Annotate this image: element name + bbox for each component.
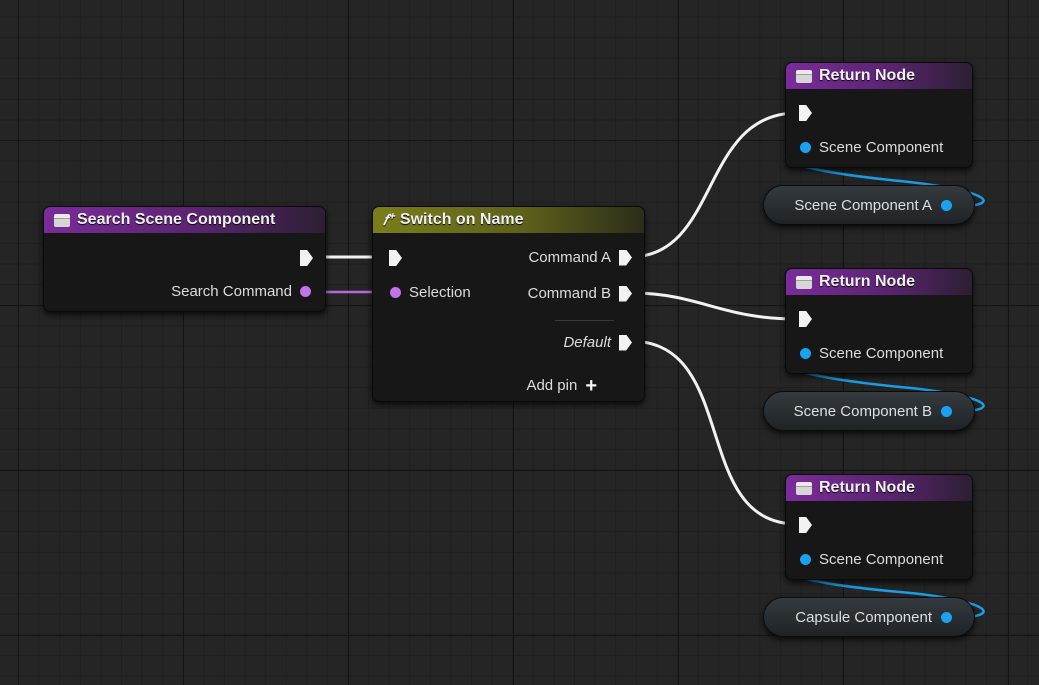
object-in-pin[interactable] bbox=[800, 142, 811, 153]
command-b-pin[interactable] bbox=[619, 285, 632, 302]
scene-component-row: Scene Component bbox=[800, 551, 943, 568]
default-pin[interactable] bbox=[619, 334, 632, 351]
function-icon bbox=[796, 275, 812, 289]
function-icon bbox=[796, 69, 812, 83]
node-header[interactable]: 𝑓⁺ Switch on Name bbox=[373, 207, 644, 233]
node-title: Return Node bbox=[819, 67, 915, 84]
pin-label: Selection bbox=[409, 284, 471, 301]
function-icon bbox=[54, 213, 70, 227]
node-title: Search Scene Component bbox=[77, 211, 276, 228]
pin-label: Scene Component bbox=[819, 139, 944, 156]
variable-getter-a[interactable]: Scene Component A bbox=[763, 185, 975, 225]
add-pin-button[interactable]: Add pin + bbox=[526, 374, 597, 397]
exec-in-pin[interactable] bbox=[389, 250, 402, 266]
node-header[interactable]: Search Scene Component bbox=[44, 207, 325, 233]
variable-label: Capsule Component bbox=[795, 608, 932, 626]
object-in-pin[interactable] bbox=[800, 348, 811, 359]
node-header[interactable]: Return Node bbox=[786, 475, 972, 501]
variable-getter-b[interactable]: Scene Component B bbox=[763, 391, 975, 431]
add-pin-label: Add pin bbox=[526, 377, 578, 394]
exec-wire-command-a[interactable] bbox=[629, 111, 798, 259]
divider bbox=[555, 320, 614, 321]
exec-in-pin[interactable] bbox=[799, 311, 812, 327]
exec-out-pin[interactable] bbox=[300, 250, 313, 266]
default-row: Default bbox=[563, 334, 632, 351]
object-out-pin[interactable] bbox=[941, 611, 952, 623]
object-out-pin[interactable] bbox=[941, 199, 952, 211]
command-a-row: Command A bbox=[528, 249, 632, 266]
search-scene-component-node[interactable]: Search Scene Component Search Command bbox=[43, 206, 326, 312]
name-out-pin[interactable] bbox=[300, 286, 311, 297]
return-node-c[interactable]: Return Node Scene Component bbox=[785, 474, 973, 580]
node-header[interactable]: Return Node bbox=[786, 63, 972, 89]
search-command-row: Search Command bbox=[171, 283, 311, 300]
pin-label: Search Command bbox=[171, 283, 292, 300]
pin-label: Command A bbox=[528, 249, 611, 266]
plus-icon: + bbox=[585, 374, 597, 397]
pin-label: Scene Component bbox=[819, 551, 944, 568]
exec-input-row bbox=[389, 250, 402, 266]
return-node-a[interactable]: Return Node Scene Component bbox=[785, 62, 973, 168]
variable-getter-c[interactable]: Capsule Component bbox=[763, 597, 975, 637]
exec-wire-command-b[interactable] bbox=[629, 291, 798, 321]
node-title: Switch on Name bbox=[399, 211, 524, 228]
exec-in-pin[interactable] bbox=[799, 517, 812, 533]
switch-on-name-node[interactable]: 𝑓⁺ Switch on Name Selection Command A Co… bbox=[372, 206, 645, 402]
scene-component-row: Scene Component bbox=[800, 345, 943, 362]
exec-wire-default[interactable] bbox=[629, 339, 798, 526]
exec-output-row bbox=[300, 250, 313, 266]
object-in-pin[interactable] bbox=[800, 554, 811, 565]
pin-label: Command B bbox=[527, 285, 611, 302]
exec-in-pin[interactable] bbox=[799, 105, 812, 121]
exec-input-row bbox=[799, 517, 812, 533]
switch-icon: 𝑓⁺ bbox=[383, 211, 393, 229]
node-header[interactable]: Return Node bbox=[786, 269, 972, 295]
node-title: Return Node bbox=[819, 479, 915, 496]
scene-component-row: Scene Component bbox=[800, 139, 943, 156]
selection-pin[interactable] bbox=[390, 287, 401, 298]
return-node-b[interactable]: Return Node Scene Component bbox=[785, 268, 973, 374]
pin-label: Default bbox=[563, 334, 611, 351]
function-icon bbox=[796, 481, 812, 495]
variable-label: Scene Component A bbox=[794, 196, 932, 214]
exec-input-row bbox=[799, 105, 812, 121]
pin-label: Scene Component bbox=[819, 345, 944, 362]
selection-row: Selection bbox=[390, 284, 471, 301]
exec-input-row bbox=[799, 311, 812, 327]
node-title: Return Node bbox=[819, 273, 915, 290]
command-a-pin[interactable] bbox=[619, 249, 632, 266]
variable-label: Scene Component B bbox=[793, 402, 932, 420]
command-b-row: Command B bbox=[528, 285, 632, 302]
object-out-pin[interactable] bbox=[941, 405, 952, 417]
